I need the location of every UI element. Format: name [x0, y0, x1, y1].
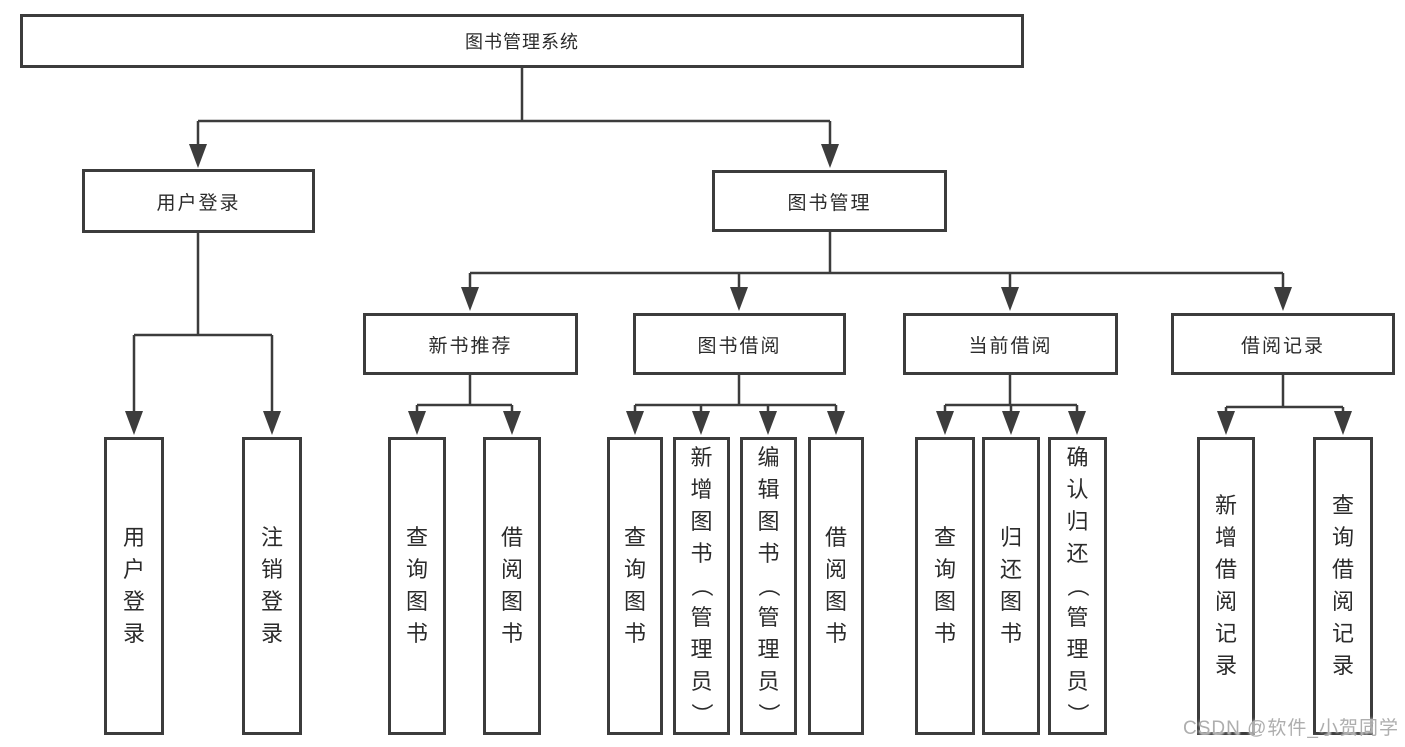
- leaf-edit-book-admin: 编辑图书（管理员）: [740, 437, 797, 735]
- leaf-return-books: 归还图书: [982, 437, 1040, 735]
- node-new-book-recommend-label: 新书推荐: [428, 335, 513, 357]
- leaf-query-books-current: 查询图书: [915, 437, 975, 735]
- leaf-query-books-recommend: 查询图书: [388, 437, 446, 735]
- leaf-confirm-return-admin: 确认归还（管理员）: [1048, 437, 1107, 735]
- node-book-management: 图书管理: [712, 170, 947, 232]
- leaf-query-borrow-record: 查询借阅记录: [1313, 437, 1373, 735]
- leaf-add-book-admin: 新增图书（管理员）: [673, 437, 730, 735]
- node-new-book-recommend: 新书推荐: [363, 313, 578, 375]
- leaf-borrow-books-recommend: 借阅图书: [483, 437, 541, 735]
- node-current-borrowing: 当前借阅: [903, 313, 1118, 375]
- node-user-login: 用户登录: [82, 169, 315, 233]
- node-borrowing-records: 借阅记录: [1171, 313, 1395, 375]
- node-borrowing-records-label: 借阅记录: [1240, 335, 1325, 357]
- node-book-borrowing: 图书借阅: [633, 313, 846, 375]
- node-current-borrowing-label: 当前借阅: [968, 335, 1053, 357]
- node-root: 图书管理系统: [20, 14, 1024, 68]
- leaf-logout: 注销登录: [242, 437, 302, 735]
- leaf-query-books-borrowing: 查询图书: [607, 437, 663, 735]
- leaf-add-borrow-record: 新增借阅记录: [1197, 437, 1255, 735]
- node-book-borrowing-label: 图书借阅: [697, 335, 782, 357]
- node-book-management-label: 图书管理: [787, 192, 872, 214]
- leaf-borrow-books-borrowing: 借阅图书: [808, 437, 864, 735]
- node-root-label: 图书管理系统: [465, 32, 579, 52]
- leaf-user-login: 用户登录: [104, 437, 164, 735]
- node-user-login-label: 用户登录: [156, 192, 241, 214]
- watermark-text: CSDN @软件_小贺同学: [1183, 718, 1399, 739]
